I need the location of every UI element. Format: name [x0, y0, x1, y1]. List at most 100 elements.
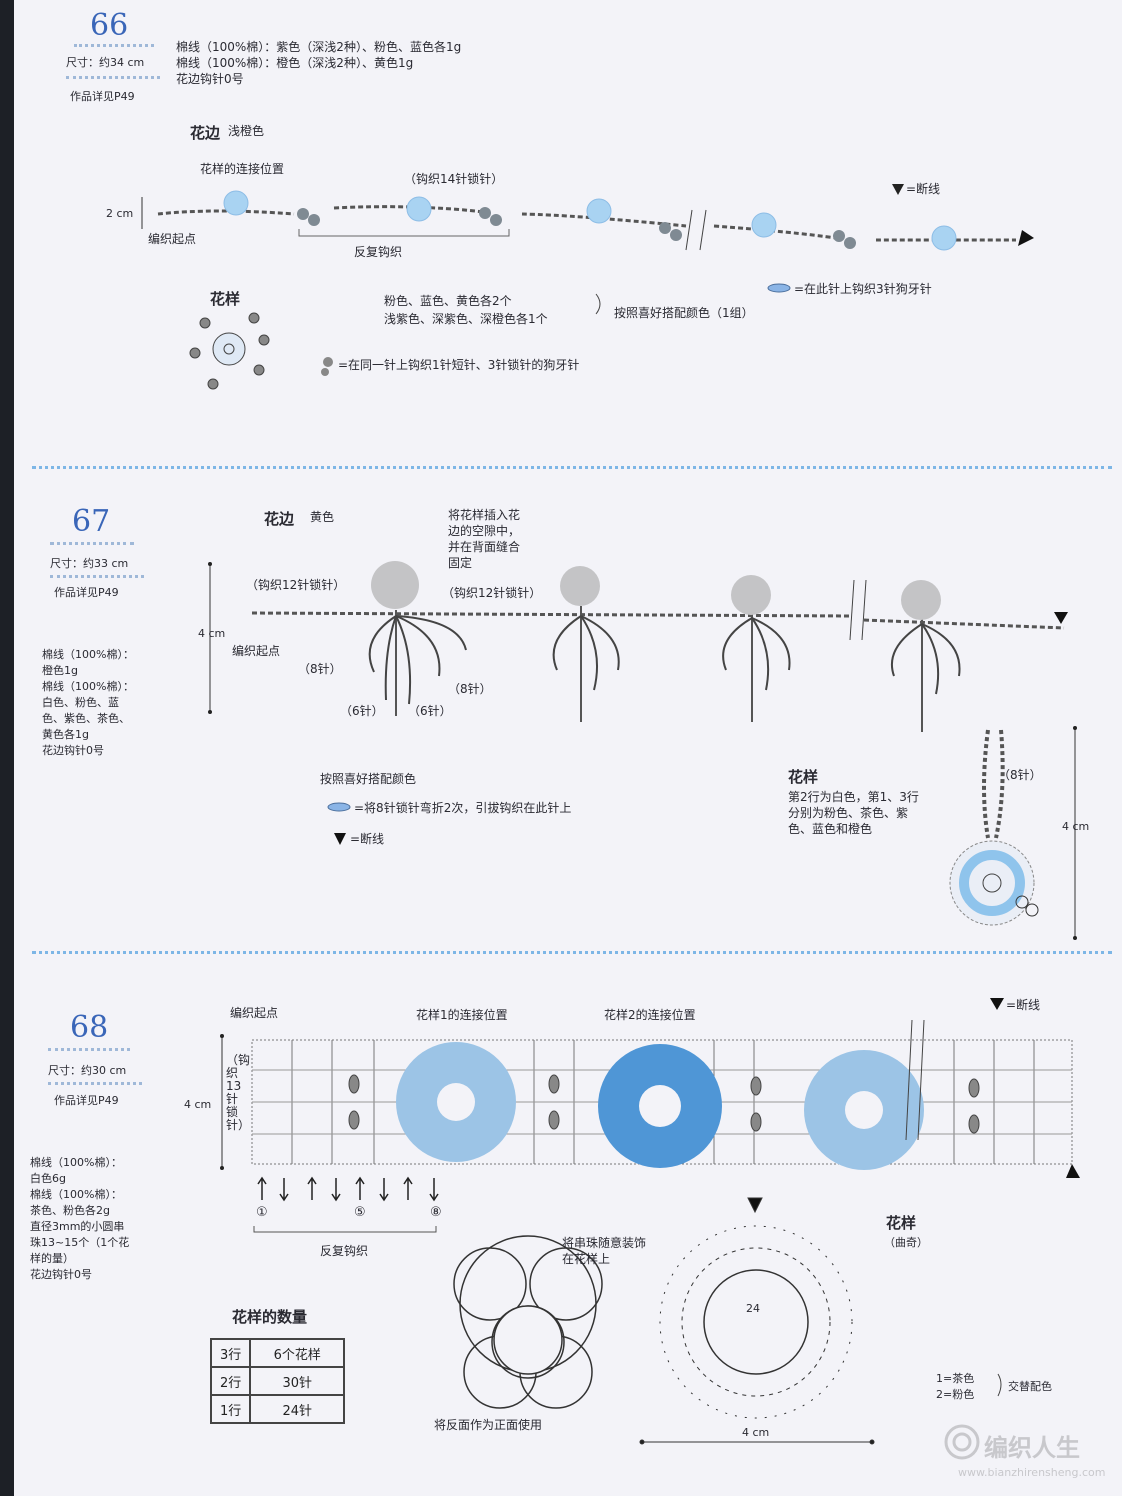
edging-title: 花边: [264, 510, 295, 528]
cut-legend: =断线: [1006, 998, 1041, 1012]
size-text: 尺寸：约33 cm: [50, 557, 129, 570]
table-cell: 2行: [209, 1366, 252, 1396]
color-key-2: 2=粉色: [936, 1388, 975, 1401]
edging-title: 花边: [190, 124, 221, 142]
oval-legend: =在此针上钩织3针狗牙针: [794, 282, 932, 296]
flower-68-outline: [453, 1235, 603, 1409]
size-text: 尺寸：约34 cm: [66, 56, 145, 69]
section-divider: [32, 951, 1112, 954]
watermark-url: www.bianzhirensheng.com: [958, 1466, 1106, 1479]
motif-note: 分别为粉色、茶色、紫: [788, 806, 909, 820]
size-text: 尺寸：约30 cm: [48, 1064, 127, 1077]
motif-66-mini: [189, 312, 270, 390]
diagram-artwork: [141, 190, 1080, 1460]
chain-label: （钩织13针锁针）: [226, 1053, 251, 1132]
material-2: 棉线（100%棉）：橙色（深浅2种）、黄色1g: [176, 56, 414, 70]
chain-label: （钩织14针锁针）: [404, 172, 504, 186]
edging-color: 黄色: [310, 510, 335, 524]
start-label: 编织起点: [230, 1006, 279, 1020]
motif-68-cookie: [639, 1197, 875, 1445]
center-count: 24: [746, 1302, 760, 1315]
edging-color: 浅橙色: [228, 124, 265, 138]
material-line: 样的量）: [30, 1252, 74, 1265]
insert-note: 将花样插入花: [448, 508, 521, 522]
cut-legend: =断线: [892, 182, 940, 197]
cut-legend: =断线: [350, 832, 385, 846]
stitch-label: （8针）: [448, 682, 492, 696]
reference-text: 作品详见P49: [54, 586, 119, 599]
legend-67-icons: [327, 802, 351, 845]
row-marker: ⑧: [430, 1205, 442, 1220]
chain-label: （钩织12针锁针）: [442, 586, 542, 600]
connection-label-2: 花样2的连接位置: [604, 1008, 696, 1022]
material-line: 黄色各1g: [42, 728, 89, 741]
material-line: 白色6g: [30, 1172, 66, 1185]
motif-67: [949, 726, 1077, 940]
motif-note: 色、蓝色和橙色: [788, 822, 873, 836]
color-key-1: 1=茶色: [936, 1372, 975, 1385]
material-line: 茶色、粉色各2g: [30, 1204, 110, 1217]
quantity-title: 花样的数量: [232, 1308, 308, 1326]
dot-rule: [48, 1048, 130, 1057]
stitch-label: （8针）: [298, 662, 342, 676]
repeat-label: 反复钩织: [354, 245, 403, 259]
motif-title: 花样: [788, 768, 819, 786]
reference-text: 作品详见P49: [54, 1094, 119, 1107]
dimension-label: 4 cm: [184, 1098, 212, 1111]
motif-note: 第2行为白色，第1、3行: [788, 790, 919, 804]
start-label: 编织起点: [148, 232, 197, 246]
table-cell: 30针: [249, 1366, 346, 1396]
dimension-label: 2 cm: [106, 207, 134, 220]
material-1: 棉线（100%棉）：紫色（深浅2种）、粉色、蓝色各1g: [176, 40, 462, 54]
material-line: 花边钩针0号: [42, 744, 104, 757]
repeat-label: 反复钩织: [320, 1244, 369, 1258]
hook-text: 花边钩针0号: [176, 72, 244, 86]
watermark-logo: [944, 1424, 980, 1460]
motif-title: 花样: [210, 290, 241, 308]
flower-legend: =在同一针上钩织1针短针、3针锁针的狗牙针: [338, 358, 580, 372]
edging-68-chart: [220, 998, 1080, 1233]
motif-title: 花样: [886, 1214, 917, 1232]
reverse-note: 将反面作为正面使用: [434, 1418, 543, 1432]
start-label: 编织起点: [232, 644, 281, 658]
colors-note: 按照喜好搭配颜色: [320, 772, 417, 786]
stitch-label: （8针）: [998, 768, 1042, 782]
material-line: 色、紫色、茶色、: [42, 712, 130, 725]
chain-label: （钩织12针锁针）: [246, 578, 346, 592]
dot-rule: [48, 1082, 142, 1091]
material-line: 棉线（100%棉）：: [30, 1188, 122, 1201]
edging-66-chart: [141, 190, 1034, 251]
oval-legend: =将8针锁针弯折2次，引拔钩织在此针上: [354, 801, 572, 815]
motif-subtitle: （曲奇）: [884, 1236, 928, 1249]
stitch-label: （6针）: [408, 704, 452, 718]
dot-rule: [50, 542, 134, 551]
table-cell: 6个花样: [249, 1338, 346, 1368]
width-label: 4 cm: [742, 1426, 770, 1439]
insert-note: 边的空隙中，: [448, 524, 521, 538]
row-marker: ①: [256, 1205, 268, 1220]
motif-colors-1: 粉色、蓝色、黄色各2个: [384, 294, 512, 308]
connection-label-1: 花样1的连接位置: [416, 1008, 508, 1022]
material-line: 棉线（100%棉）：: [42, 648, 134, 661]
dot-rule: [50, 575, 144, 584]
material-line: 白色、粉色、蓝: [42, 696, 119, 709]
section-number: 67: [72, 504, 111, 539]
table-cell: 1行: [209, 1394, 252, 1424]
bead-note: 将串珠随意装饰: [562, 1236, 647, 1250]
table-cell: 3行: [209, 1338, 252, 1368]
cut-triangle-icon: [892, 184, 904, 195]
watermark-brand: 编织人生: [984, 1434, 1080, 1462]
material-line: 珠13~15个（1个花: [30, 1236, 130, 1249]
insert-note: 固定: [448, 556, 473, 570]
material-line: 棉线（100%棉）：: [30, 1156, 122, 1169]
dimension-label: 4 cm: [198, 627, 226, 640]
reference-text: 作品详见P49: [70, 90, 135, 103]
section-divider: [32, 466, 1112, 469]
legend-66-oval: [767, 283, 791, 293]
material-line: 花边钩针0号: [30, 1268, 92, 1281]
dot-rule: [74, 44, 154, 53]
connection-label: 花样的连接位置: [200, 162, 285, 176]
